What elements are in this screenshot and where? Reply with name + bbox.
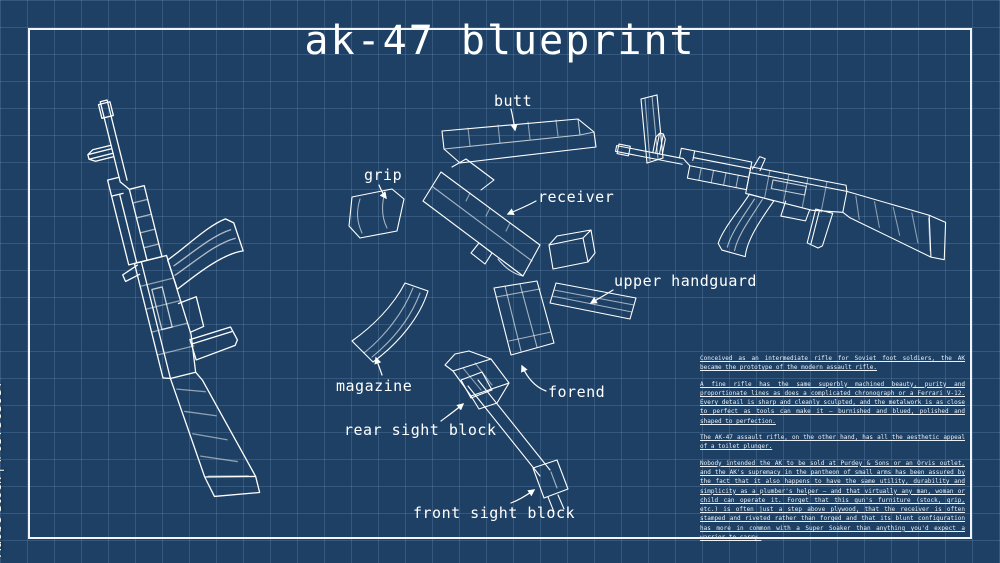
part-magazine [351,282,429,363]
arrow-receiver [506,200,537,215]
arrow-butt [510,108,518,132]
part-label-grip: grip [364,166,403,184]
part-label-magazine: magazine [336,377,413,395]
adobe-stock-watermark: Adobe Stock | #657363957 [0,379,4,557]
part-forend [493,280,555,356]
poster-title: ak-47 blueprint [304,18,696,64]
arrow-forend [521,364,547,392]
description-block: Conceived as an intermediate rifle for S… [700,354,965,549]
part-butt [441,118,597,164]
description-paragraph-1: Conceived as an intermediate rifle for S… [700,355,965,372]
part-front-sight-block [460,371,569,513]
part-label-upper-handguard: upper handguard [614,272,757,290]
part-rear-block [548,229,596,270]
description-paragraph-3: The AK-47 assault rifle, on the other ha… [700,434,965,451]
part-label-rear-sight-block: rear sight block [344,421,497,439]
part-label-forend: forend [548,383,606,401]
assembled-rifle-left [75,76,302,514]
part-label-butt: butt [494,92,533,110]
arrow-upper-handguard [589,289,614,304]
description-paragraph-2: A fine rifle has the same superbly machi… [700,380,965,425]
arrow-front-sight-block [510,489,536,504]
assembled-rifle-right [599,125,959,295]
arrow-rear-sight-block [440,403,465,422]
part-receiver [422,158,541,277]
part-label-receiver: receiver [538,188,615,206]
arrow-magazine [374,356,383,376]
arrow-grip [378,184,387,200]
part-label-front-sight-block: front sight block [413,504,576,522]
part-rear-sight-block [444,350,510,410]
part-grip [348,188,405,239]
description-paragraph-4: Nobody intended the AK to be sold at Pur… [700,459,965,542]
detached-part-right [640,94,664,164]
